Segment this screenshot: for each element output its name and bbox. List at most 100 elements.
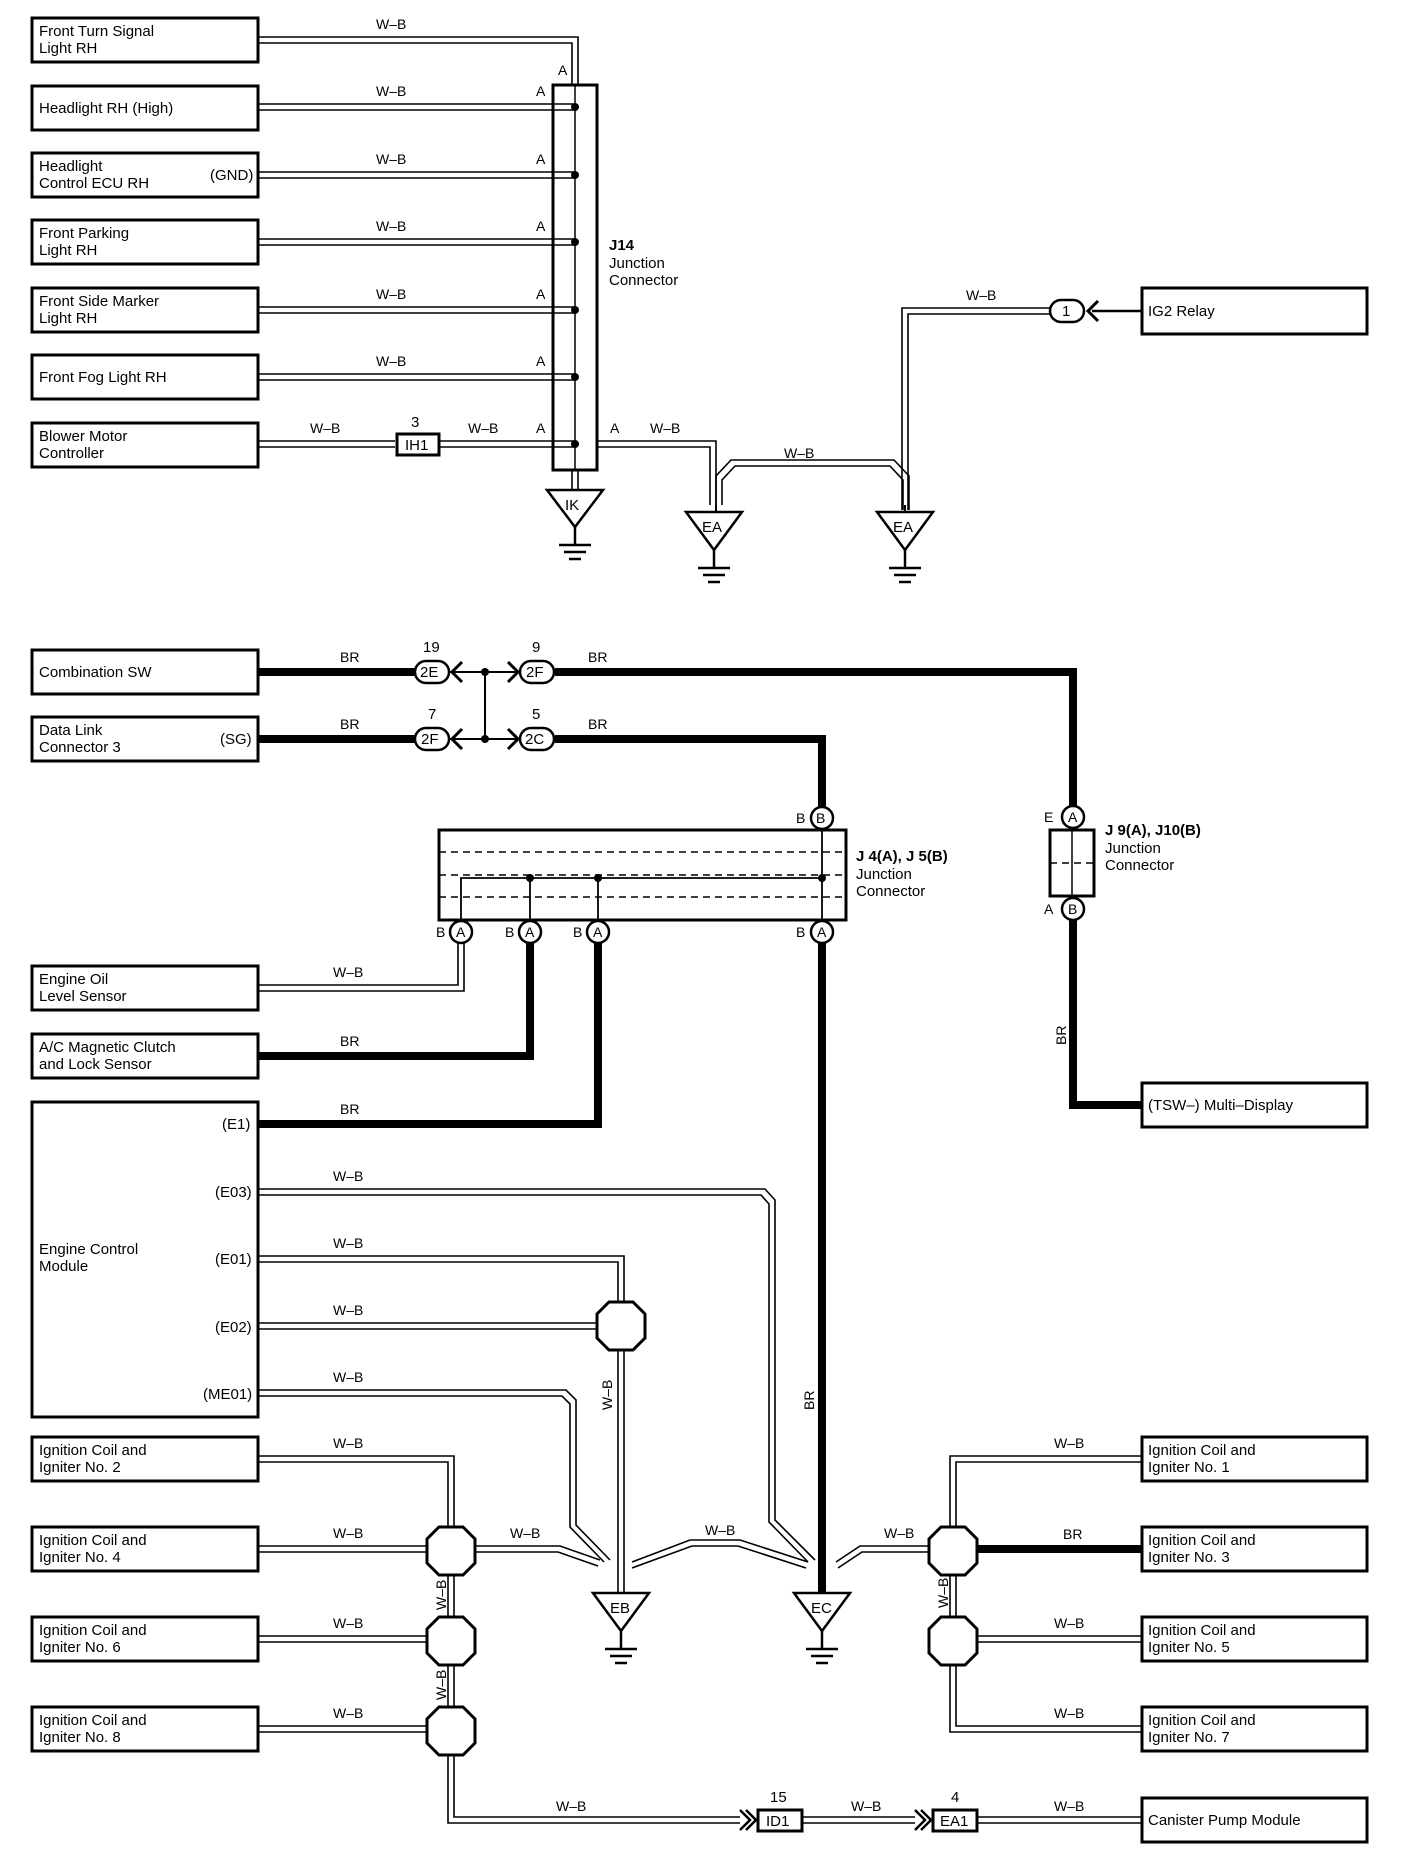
component-label: Ignition Coil and — [39, 1532, 147, 1549]
ignition-coil-8: Ignition Coil and Igniter No. 8 — [30, 1705, 260, 1753]
wire-color-label: BR — [340, 1101, 359, 1117]
component-label: Front Parking — [39, 225, 129, 242]
ac-magnetic-clutch: A/C Magnetic Clutch and Lock Sensor — [30, 1032, 260, 1080]
pin-label: B — [1068, 901, 1077, 917]
splice-point — [425, 1705, 477, 1757]
wire-color-label: W–B — [310, 420, 340, 436]
ecm-pin: (E03) — [215, 1184, 252, 1201]
ignition-coil-7: Ignition Coil and Igniter No. 7 — [1140, 1705, 1369, 1753]
pin-label: A — [1068, 809, 1078, 825]
wire-color-label: BR — [801, 1391, 817, 1410]
ground-eb: EB — [590, 1591, 652, 1665]
data-link-connector: Data Link Connector 3 (SG) — [30, 715, 260, 763]
connector-pin: 15 — [770, 1789, 787, 1806]
component-label: Ignition Coil and — [39, 1622, 147, 1639]
splice-point — [425, 1525, 477, 1577]
component-label: Igniter No. 4 — [39, 1549, 121, 1566]
connector-2c: 2C 5 — [506, 706, 556, 752]
j9-j10-junction-connector: A E B A J 9(A), J10(B) Junction Connecto… — [1044, 804, 1201, 922]
j4-j5-label: Connector — [856, 883, 925, 900]
wire-color-label: W–B — [510, 1525, 540, 1541]
wire-color-label: W–B — [468, 420, 498, 436]
pin-label: B — [816, 810, 825, 826]
ground-ea-2: EA — [874, 510, 936, 584]
component-label: Igniter No. 8 — [39, 1729, 121, 1746]
connector-code: 2F — [421, 731, 439, 748]
ignition-coil-3: Ignition Coil and Igniter No. 3 — [1140, 1525, 1369, 1573]
ignition-coil-4: Ignition Coil and Igniter No. 4 — [30, 1525, 260, 1573]
component-label: Igniter No. 7 — [1148, 1729, 1230, 1746]
ground-label: EA — [702, 519, 722, 536]
ig2-relay-label: IG2 Relay — [1148, 303, 1215, 320]
wire-color-label: BR — [340, 1033, 359, 1049]
wire-color-label: BR — [588, 649, 607, 665]
pin-label: (SG) — [220, 731, 252, 748]
component-label: Ignition Coil and — [1148, 1622, 1256, 1639]
component-front-side-marker: Front Side Marker Light RH — [30, 286, 260, 334]
component-front-turn-signal: Front Turn Signal Light RH — [30, 16, 260, 64]
pin-label: B — [796, 924, 805, 940]
ig2-relay: IG2 Relay 1 — [1048, 286, 1369, 336]
pin-label: B — [505, 924, 514, 940]
connector-pin: 9 — [532, 639, 540, 656]
pin-label: A — [817, 924, 827, 940]
j14-label: Junction — [609, 255, 665, 272]
component-label: A/C Magnetic Clutch — [39, 1039, 176, 1056]
wire-color-label: W–B — [333, 1235, 363, 1251]
pin-label: A — [536, 420, 546, 436]
wire-color-label: W–B — [851, 1798, 881, 1814]
canister-pump-module: Canister Pump Module — [1140, 1796, 1369, 1844]
id1-connector: ID1 15 — [739, 1789, 804, 1833]
component-label: Ignition Coil and — [39, 1712, 147, 1729]
component-label: Light RH — [39, 40, 97, 57]
component-label: Igniter No. 3 — [1148, 1549, 1230, 1566]
br-wires-upper: BR BR BR BR — [258, 649, 1077, 808]
ground-ec: EC — [791, 1591, 853, 1665]
connector-pin: 1 — [1062, 303, 1070, 320]
component-label: Canister Pump Module — [1148, 1812, 1301, 1829]
pin-label: A — [558, 62, 568, 78]
ih1-connector: IH1 3 — [395, 414, 441, 457]
engine-control-module: Engine Control Module (E1) (E03) (E01) (… — [30, 1100, 260, 1419]
component-blower-motor: Blower Motor Controller — [30, 421, 260, 469]
wire-color-label: W–B — [599, 1380, 615, 1410]
component-label: Light RH — [39, 242, 97, 259]
wire-color-label: W–B — [1054, 1435, 1084, 1451]
multi-display: (TSW–) Multi–Display — [1140, 1081, 1369, 1129]
wire-color-label: BR — [1053, 1026, 1069, 1045]
br-wire-multi-display: BR — [1053, 920, 1142, 1109]
ignition-coil-1: Ignition Coil and Igniter No. 1 — [1140, 1435, 1369, 1483]
ground-label: EB — [610, 1600, 630, 1617]
ecm-pin: (E1) — [222, 1116, 250, 1133]
component-headlight-ecu: Headlight Control ECU RH (GND) — [30, 151, 260, 199]
wire-color-label: W–B — [333, 1302, 363, 1318]
ecm-pin: (E02) — [215, 1319, 252, 1336]
ecm-wires: W–B W–B W–B W–B W–B — [258, 1168, 816, 1592]
component-label: Igniter No. 6 — [39, 1639, 121, 1656]
component-front-fog: Front Fog Light RH — [30, 353, 260, 401]
component-label: Light RH — [39, 310, 97, 327]
wire-color-label: W–B — [376, 353, 406, 369]
connector-code: EA1 — [940, 1813, 968, 1830]
ea1-connector: W–B EA1 4 W–B — [802, 1789, 1142, 1833]
wire-color-label: W–B — [705, 1522, 735, 1538]
wire-color-label: W–B — [433, 1580, 449, 1610]
connector-code: 2C — [525, 731, 544, 748]
wire-color-label: W–B — [433, 1670, 449, 1700]
component-label: Engine Oil — [39, 971, 108, 988]
ground-label: IK — [565, 497, 579, 514]
connector-code: ID1 — [766, 1813, 789, 1830]
eb-ec-link: W–B W–B — [631, 1522, 932, 1569]
wire-color-label: W–B — [376, 83, 406, 99]
wire-color-label: W–B — [376, 218, 406, 234]
wire-color-label: W–B — [1054, 1615, 1084, 1631]
component-label: Combination SW — [39, 664, 152, 681]
pin-label: A — [525, 924, 535, 940]
splice-point — [425, 1615, 477, 1667]
wire-color-label: W–B — [650, 420, 680, 436]
combination-sw: Combination SW — [30, 648, 260, 696]
wire-color-label: W–B — [333, 1525, 363, 1541]
ground-ea-1: EA — [683, 510, 745, 584]
wire-color-label: W–B — [376, 16, 406, 32]
